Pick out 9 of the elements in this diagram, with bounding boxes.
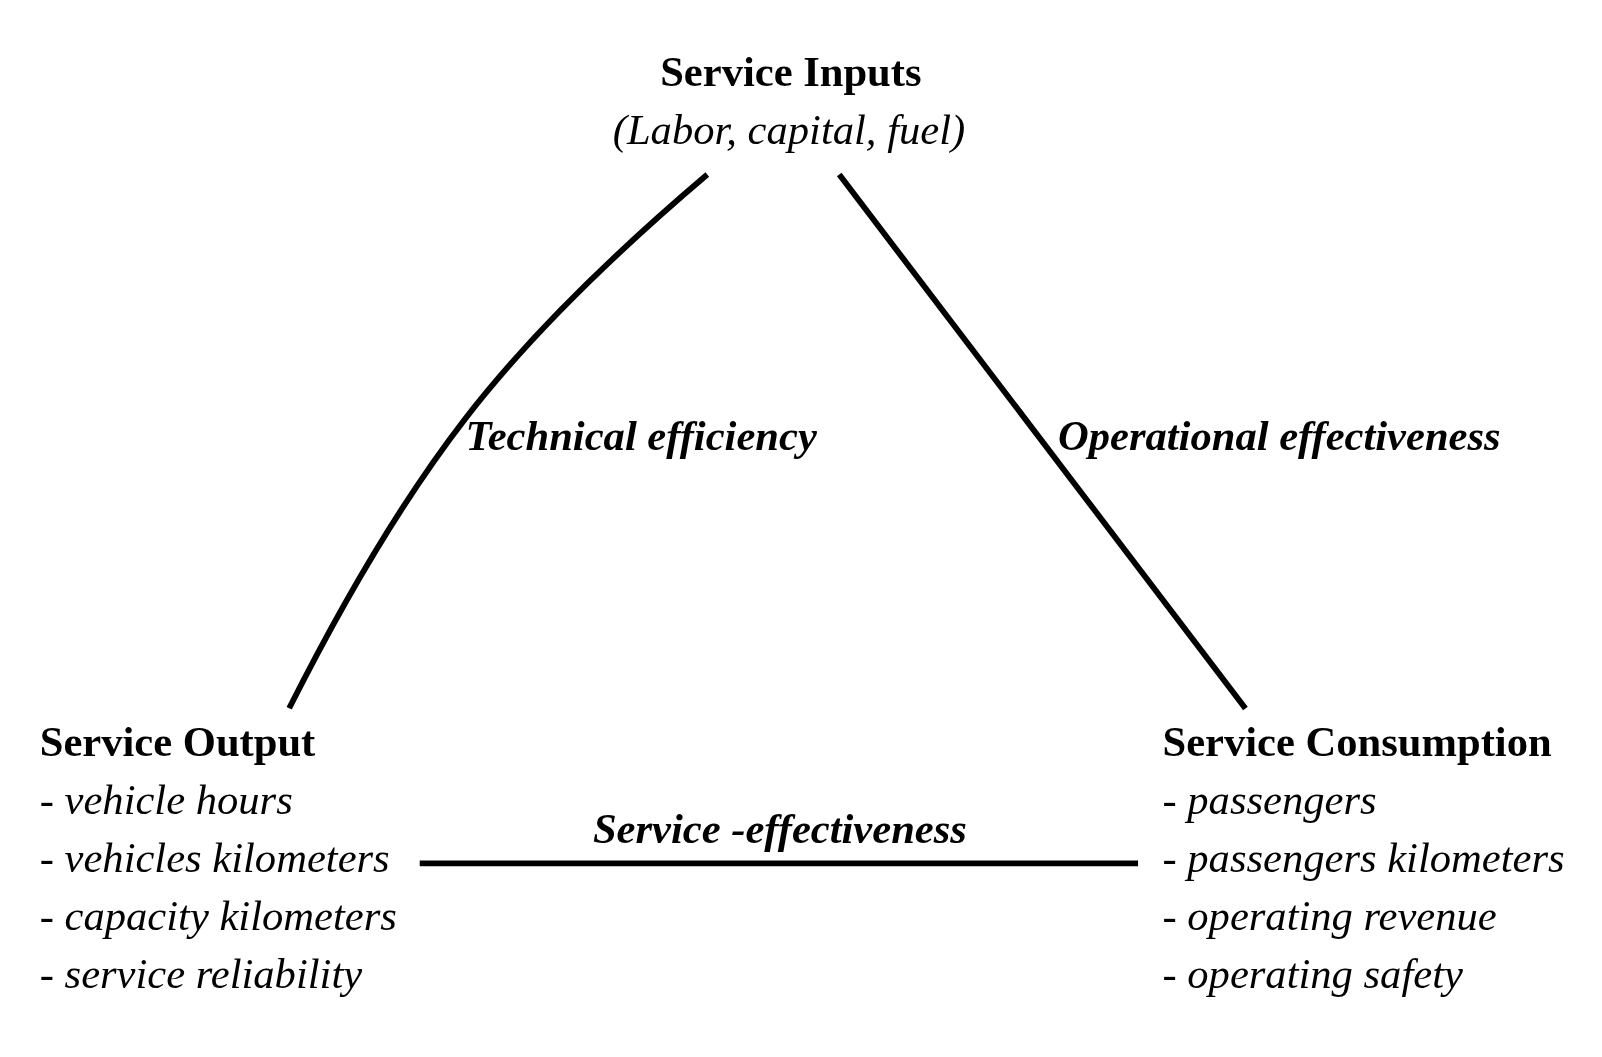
connector (419, 860, 1139, 867)
node-text: Service Inputs (Labor, capital, fuel) (612, 48, 966, 154)
connector (286, 172, 710, 710)
node-text: Service Output - vehicle hours - vehicles kilometers - capacity kilometers - service reliability (39, 718, 397, 998)
edge-label: Service -effectiveness (592, 805, 967, 853)
edge-label: Operational effectiveness (1057, 412, 1501, 460)
node-text: Service Consumption - passengers - passengers kilometers - operating revenue - operating safety (1162, 718, 1565, 998)
edge-label: Technical efficiency (465, 412, 817, 460)
connector (836, 172, 1248, 711)
